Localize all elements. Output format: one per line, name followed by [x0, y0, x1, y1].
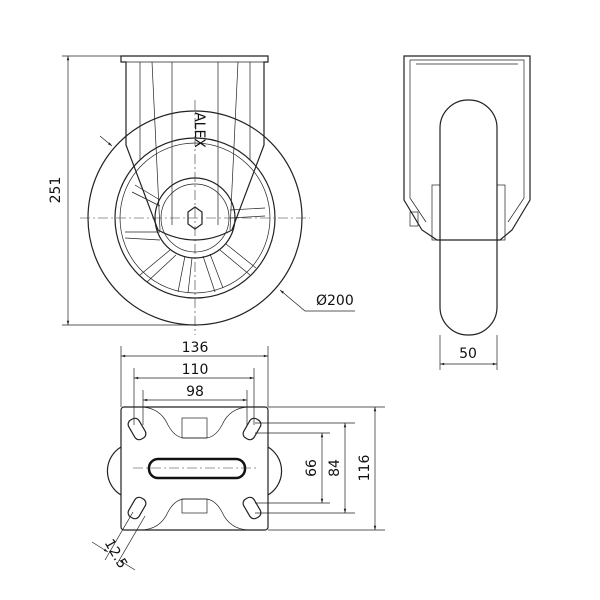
hole-spacing-84-dimension: 84: [327, 459, 343, 477]
hole-spacing-66-dimension: 66: [304, 459, 320, 477]
hole-spacing-98-dimension: 98: [186, 384, 204, 400]
brand-mark: ALEX: [191, 112, 207, 148]
width-dimension: 50: [459, 346, 477, 362]
height-dimension: 251: [48, 177, 64, 204]
plate-width-dimension: 136: [182, 340, 209, 356]
plate-length-dimension: 116: [357, 455, 373, 482]
side-view: 50: [403, 55, 531, 370]
axle-nut: [187, 206, 203, 230]
side-bracket: [403, 55, 531, 241]
mounting-holes: [127, 417, 262, 520]
diameter-dimension: Ø200: [316, 293, 354, 309]
wheel-spokes: [124, 184, 266, 294]
wheel-right: [267, 446, 283, 496]
slot-width-dimension: 12.5: [101, 537, 130, 572]
side-wheel: [439, 99, 498, 336]
top-view: 136 110 98 66 84 116 12.5: [91, 340, 385, 572]
center-slot: [147, 457, 247, 480]
front-view: ALEX 251 Ø200: [48, 55, 355, 335]
wheel-left: [106, 446, 122, 496]
top-plate: [120, 406, 269, 531]
fork-bracket: [120, 55, 269, 241]
hole-spacing-110-dimension: 110: [182, 362, 209, 378]
